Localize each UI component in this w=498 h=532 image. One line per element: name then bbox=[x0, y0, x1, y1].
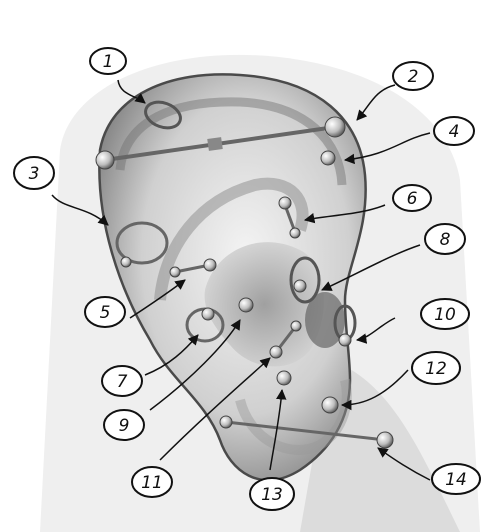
stud-13 bbox=[276, 370, 292, 386]
stud-12 bbox=[321, 396, 339, 414]
arrow-9 bbox=[149, 319, 241, 411]
arrow-1 bbox=[117, 79, 146, 104]
label-6-text: 6 bbox=[407, 189, 418, 209]
stud-4 bbox=[320, 150, 336, 166]
label-5: 5 bbox=[84, 296, 126, 328]
arrow-10 bbox=[355, 317, 396, 344]
barbell-5 bbox=[169, 258, 217, 278]
lobe-barbell-14 bbox=[219, 415, 394, 449]
antihelix bbox=[154, 177, 309, 301]
label-6: 6 bbox=[392, 184, 432, 212]
label-2-text: 2 bbox=[408, 67, 419, 87]
arrow-4 bbox=[343, 132, 431, 165]
label-5-text: 5 bbox=[100, 303, 111, 323]
label-1-text: 1 bbox=[103, 52, 114, 72]
label-10: 10 bbox=[420, 298, 470, 330]
arrow-6 bbox=[303, 204, 386, 224]
label-10-text: 10 bbox=[434, 305, 456, 325]
ear-canal bbox=[305, 292, 345, 348]
label-8-text: 8 bbox=[440, 230, 451, 250]
label-14: 14 bbox=[431, 463, 481, 495]
barbell-11 bbox=[269, 320, 302, 359]
label-7-text: 7 bbox=[117, 372, 128, 392]
label-3: 3 bbox=[13, 156, 55, 190]
label-3-text: 3 bbox=[29, 164, 40, 184]
label-1: 1 bbox=[89, 47, 127, 75]
label-2: 2 bbox=[392, 61, 434, 91]
arrow-14 bbox=[377, 447, 431, 481]
label-12-text: 12 bbox=[425, 359, 447, 379]
label-9-text: 9 bbox=[119, 416, 130, 436]
label-4: 4 bbox=[433, 116, 475, 146]
label-7: 7 bbox=[101, 365, 143, 397]
label-4-text: 4 bbox=[449, 122, 460, 142]
helix-ring bbox=[144, 100, 182, 130]
concha-bowl bbox=[204, 242, 324, 367]
label-14-text: 14 bbox=[445, 470, 467, 490]
arrow-11 bbox=[159, 357, 271, 461]
stud-9 bbox=[238, 297, 254, 313]
arrow-8 bbox=[321, 244, 421, 291]
label-13: 13 bbox=[249, 477, 295, 511]
arrow-2 bbox=[356, 84, 396, 121]
helix-rim bbox=[115, 97, 347, 186]
label-9: 9 bbox=[103, 409, 145, 441]
arrow-5 bbox=[129, 279, 186, 319]
industrial-barbell-top bbox=[95, 116, 346, 170]
arrow-3 bbox=[51, 194, 109, 226]
label-8: 8 bbox=[424, 223, 466, 255]
arrow-13 bbox=[269, 388, 287, 471]
label-11-text: 11 bbox=[141, 473, 163, 493]
label-11: 11 bbox=[131, 466, 173, 498]
label-13-text: 13 bbox=[261, 485, 283, 505]
ring-8 bbox=[289, 256, 321, 304]
arrow-7 bbox=[144, 334, 199, 376]
label-12: 12 bbox=[411, 351, 461, 385]
barbell-6 bbox=[278, 196, 301, 239]
arrow-12 bbox=[340, 369, 409, 411]
helix-ring-3 bbox=[115, 221, 169, 265]
